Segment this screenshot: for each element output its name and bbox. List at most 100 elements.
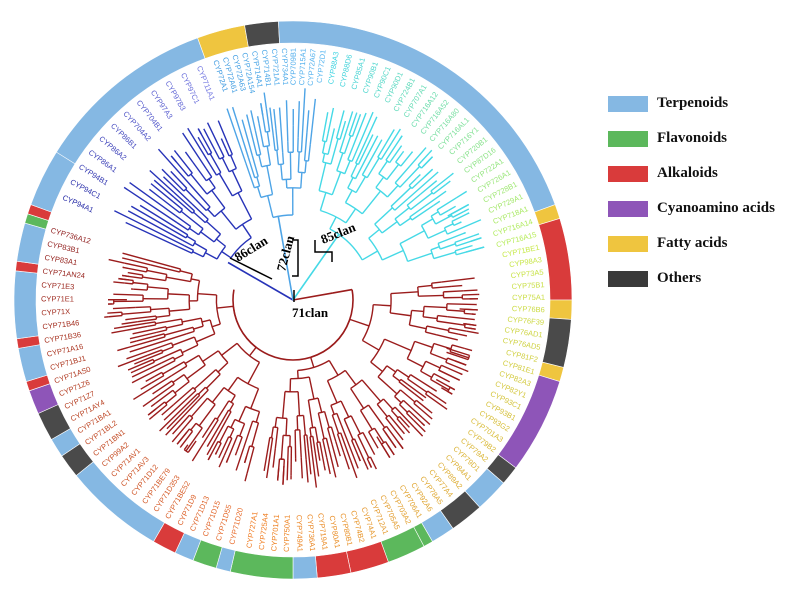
- tree-branch: [227, 261, 294, 301]
- tree-branch: [394, 182, 401, 188]
- tree-branch: [303, 132, 308, 161]
- tree-branch: [276, 150, 280, 165]
- leaf-label-72clan: CYP72A67: [306, 48, 318, 86]
- tree-branch: [386, 365, 397, 373]
- tree-branch: [221, 250, 232, 259]
- tree-branch: [411, 309, 424, 313]
- tree-branch: [272, 448, 277, 468]
- tree-branch: [147, 342, 172, 353]
- ring-segment-flavonoids: [229, 550, 294, 580]
- tree-branch: [181, 317, 202, 323]
- tree-branch: [176, 431, 188, 445]
- tree-branch: [305, 459, 309, 483]
- tree-branch: [409, 324, 427, 330]
- tree-branch: [306, 110, 310, 133]
- tree-branch: [455, 190, 468, 199]
- tree-branch: [384, 338, 412, 352]
- tree-branch: [117, 339, 153, 352]
- tree-branch: [415, 399, 432, 413]
- tree-branch: [173, 196, 193, 214]
- tree-branch: [141, 274, 144, 279]
- tree-branch: [147, 408, 157, 416]
- tree-branch: [447, 203, 470, 217]
- tree-branch: [394, 165, 411, 184]
- tree-branch: [342, 452, 350, 470]
- tree-branch: [300, 128, 304, 153]
- tree-branch: [326, 380, 338, 404]
- tree-branch: [433, 342, 452, 350]
- tree-branch: [228, 153, 233, 157]
- tree-branch: [248, 346, 257, 357]
- tree-branch: [361, 150, 377, 176]
- tree-branch: [174, 354, 184, 360]
- tree-branch: [328, 360, 339, 376]
- tree-branch: [203, 128, 216, 151]
- tree-branch: [446, 303, 477, 306]
- tree-branch: [166, 405, 190, 430]
- tree-branch: [339, 128, 348, 153]
- tree-branch: [150, 307, 170, 311]
- tree-branch: [191, 442, 205, 462]
- tree-branch: [420, 370, 433, 379]
- tree-branch: [147, 286, 169, 290]
- tree-branch: [237, 192, 253, 220]
- tree-branch: [161, 404, 175, 416]
- tree-branch: [179, 209, 184, 214]
- tree-branch: [256, 186, 262, 198]
- tree-branch: [131, 372, 151, 384]
- tree-branch: [203, 419, 219, 444]
- tree-branch: [163, 400, 186, 421]
- tree-branch: [349, 460, 358, 479]
- tree-branch: [281, 152, 285, 165]
- tree-branch: [230, 395, 236, 403]
- tree-branch: [245, 162, 256, 189]
- tree-branch: [441, 277, 475, 283]
- tree-branch: [408, 310, 413, 326]
- tree-branch: [211, 189, 226, 209]
- tree-branch: [266, 165, 274, 195]
- tree-branch: [388, 414, 403, 431]
- tree-branch: [430, 411, 433, 414]
- tree-branch: [135, 306, 151, 309]
- tree-branch: [249, 445, 255, 448]
- tree-branch: [190, 422, 197, 431]
- tree-branch: [172, 374, 185, 383]
- clan-86-bracket: [229, 257, 273, 280]
- tree-branch: [465, 246, 485, 253]
- tree-branch: [339, 124, 345, 140]
- tree-branch: [413, 419, 426, 433]
- tree-branch: [193, 336, 199, 346]
- tree-branch: [310, 357, 315, 368]
- tree-branch: [198, 404, 216, 427]
- legend-label-terpenoids: Terpenoids: [657, 95, 729, 111]
- tree-branch: [229, 154, 237, 169]
- tree-branch: [165, 394, 177, 404]
- tree-branch: [187, 440, 197, 453]
- tree-branch: [361, 190, 382, 215]
- tree-branch: [441, 387, 453, 395]
- tree-branch: [463, 231, 466, 234]
- tree-branch: [266, 145, 272, 166]
- tree-branch: [425, 331, 437, 336]
- tree-branch: [149, 359, 176, 375]
- tree-branch: [296, 370, 299, 379]
- tree-branch: [399, 165, 421, 188]
- tree-branch: [373, 304, 391, 307]
- tree-branch: [273, 426, 278, 429]
- tree-branch: [256, 116, 260, 124]
- tree-branches: [104, 88, 485, 488]
- legend-swatch-alkaloids: [608, 165, 648, 182]
- tree-branch: [171, 365, 188, 377]
- tree-branch: [170, 170, 178, 179]
- leaf-label-71clan-left: CYP71E3: [41, 280, 74, 291]
- tree-branch: [413, 426, 424, 437]
- tree-branch: [152, 336, 166, 342]
- tree-branch: [353, 438, 368, 467]
- tree-branch: [318, 410, 325, 414]
- tree-branch: [168, 308, 171, 316]
- tree-branch: [153, 348, 181, 362]
- tree-branch: [243, 456, 248, 464]
- tree-branch: [235, 218, 252, 230]
- tree-branch: [140, 382, 152, 390]
- tree-branch: [370, 338, 386, 363]
